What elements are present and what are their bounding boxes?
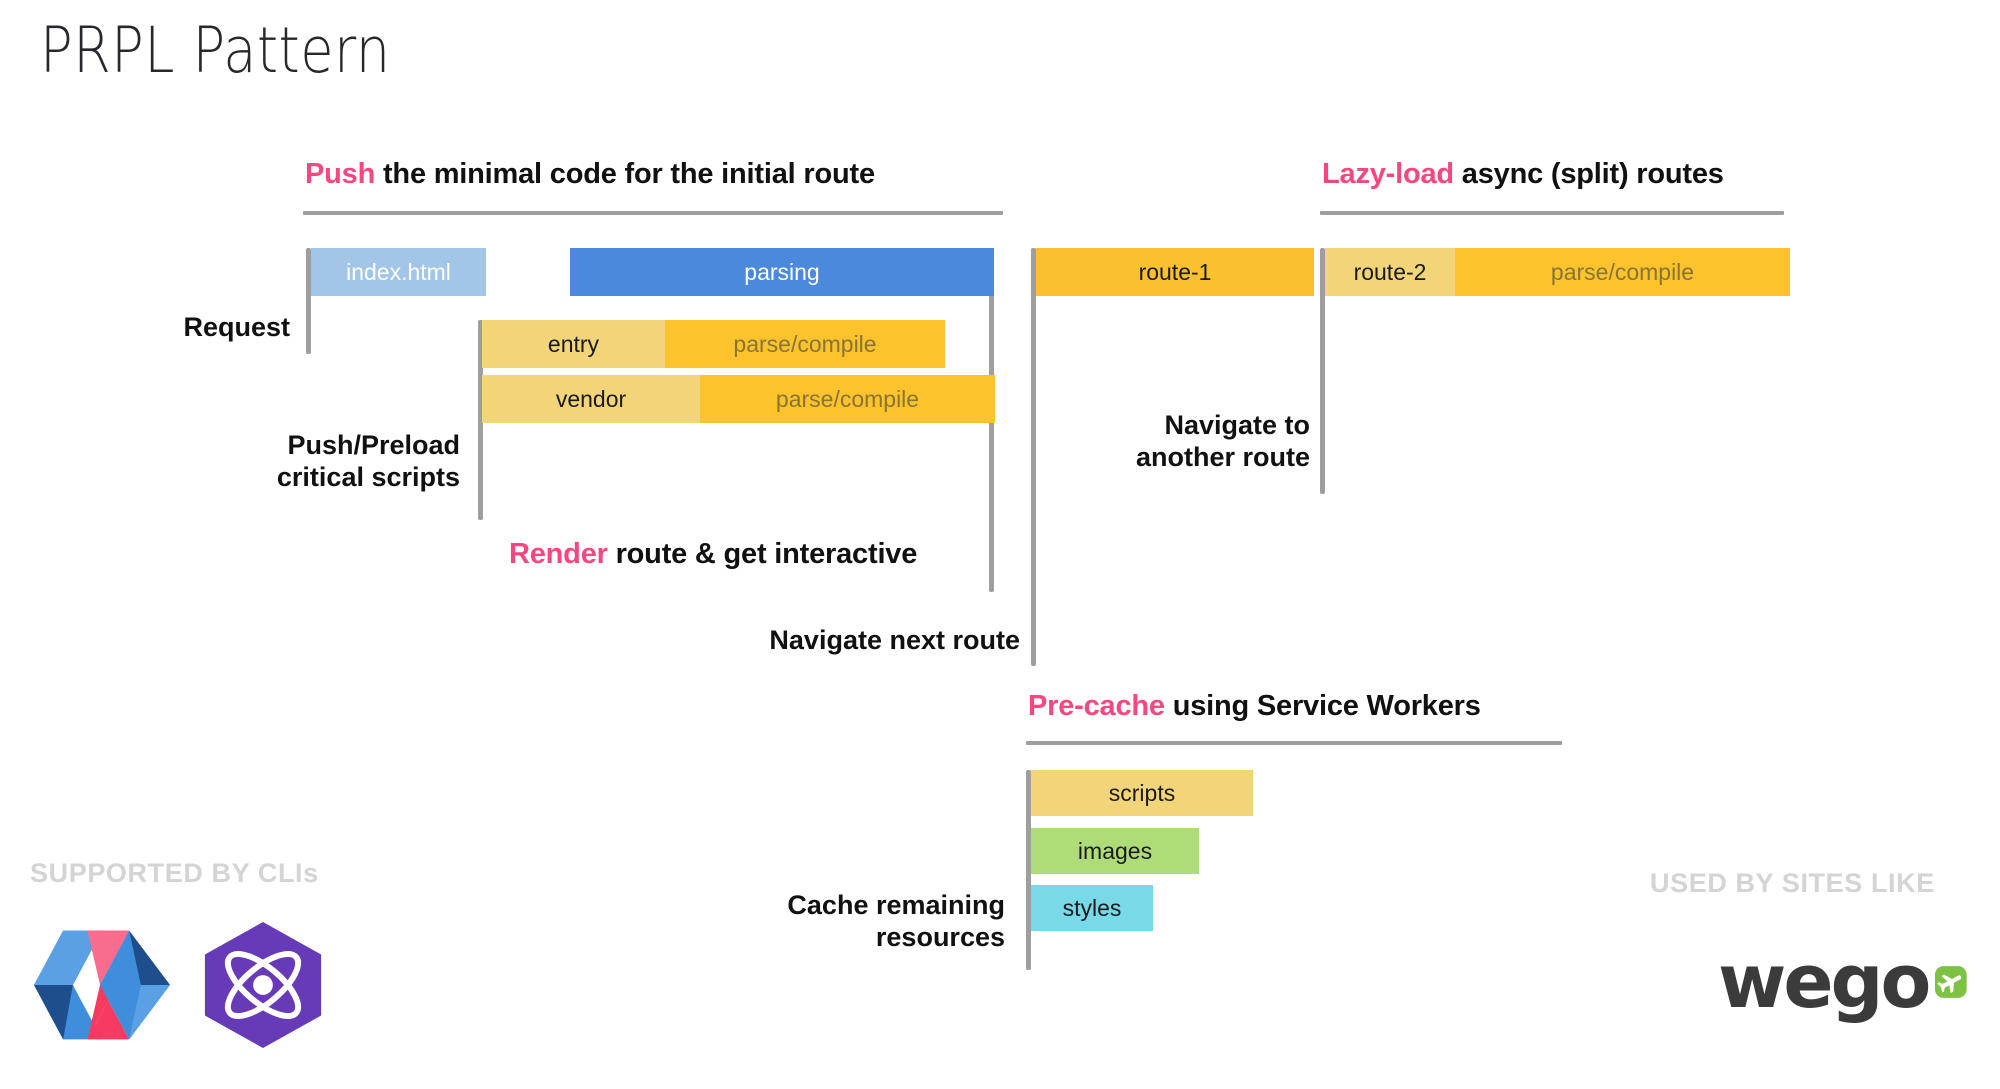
lazy-load-heading-rule [1320, 211, 1784, 215]
images-bar[interactable]: images [1031, 828, 1199, 874]
supported-by-clis-caption: SUPPORTED BY CLIs [30, 858, 319, 888]
render-section-heading: Render route & get interactive [509, 538, 917, 571]
bar-segment-images: images [1031, 828, 1199, 874]
push-preload-label: Push/Preload critical scripts [276, 430, 460, 492]
pre-cache-section-heading: Pre-cache using Service Workers [1028, 690, 1481, 723]
bar-segment-entry: entry [482, 320, 665, 368]
push-accent-word: Push [305, 158, 376, 190]
navigate-next-route-label: Navigate next route [769, 625, 1020, 655]
pre-cache-heading-rest: using Service Workers [1164, 690, 1481, 722]
preact-logo-icon [204, 921, 322, 1049]
bar-segment-styles: styles [1031, 885, 1153, 931]
cache-remaining-label: Cache remaining resources [787, 890, 1005, 952]
route-1-guide-line [1031, 248, 1036, 666]
bar-segment-route-1: route-1 [1036, 248, 1314, 296]
push-heading-rest: the minimal code for the initial route [375, 158, 875, 190]
vendor-bar[interactable]: vendor parse/compile [482, 375, 995, 423]
entry-bar[interactable]: entry parse/compile [482, 320, 945, 368]
push-section-heading: Push the minimal code for the initial ro… [305, 158, 875, 191]
navigate-another-route-label: Navigate to another route [1135, 410, 1310, 472]
styles-bar[interactable]: styles [1031, 885, 1153, 931]
cache-guide-line [1026, 770, 1031, 970]
wego-logo: wego [1718, 928, 1968, 1036]
pre-cache-heading-rule [1026, 741, 1562, 745]
parsing-bar[interactable]: parsing [570, 248, 994, 296]
bar-segment-entry-parse-compile: parse/compile [665, 320, 945, 368]
pre-cache-accent-word: Pre-cache [1028, 690, 1165, 722]
render-heading-rest: route & get interactive [607, 538, 918, 570]
request-guide-line [306, 248, 311, 354]
lazy-load-section-heading: Lazy-load async (split) routes [1322, 158, 1724, 191]
route-2-guide-line [1320, 248, 1325, 494]
bar-segment-parsing: parsing [570, 248, 994, 296]
bar-segment-scripts: scripts [1031, 770, 1253, 816]
request-label: Request [183, 312, 290, 342]
bar-segment-vendor-parse-compile: parse/compile [700, 375, 995, 423]
used-by-sites-like-caption: USED BY SITES LIKE [1650, 868, 1935, 898]
scripts-bar[interactable]: scripts [1031, 770, 1253, 816]
push-preload-guide-line [478, 320, 483, 520]
polymer-logo [34, 930, 170, 1040]
bar-segment-route-2: route-2 [1325, 248, 1455, 296]
wego-plane-icon [1935, 966, 1968, 998]
wego-wordmark: wego [1718, 939, 1931, 1025]
route-2-bar[interactable]: route-2 parse/compile [1325, 248, 1790, 296]
route-1-bar[interactable]: route-1 [1036, 248, 1314, 296]
bar-segment-vendor: vendor [482, 375, 700, 423]
index-html-bar[interactable]: index.html [311, 248, 486, 296]
polymer-logo-icon [34, 930, 170, 1040]
bar-segment-index-html: index.html [311, 248, 486, 296]
preact-logo [200, 920, 326, 1050]
page-title: PRPL Pattern [40, 14, 391, 87]
bar-segment-route-2-parse-compile: parse/compile [1455, 248, 1790, 296]
push-heading-rule [303, 211, 1003, 215]
render-accent-word: Render [509, 538, 608, 570]
lazy-load-heading-rest: async (split) routes [1453, 158, 1724, 190]
lazy-load-accent-word: Lazy-load [1322, 158, 1454, 190]
